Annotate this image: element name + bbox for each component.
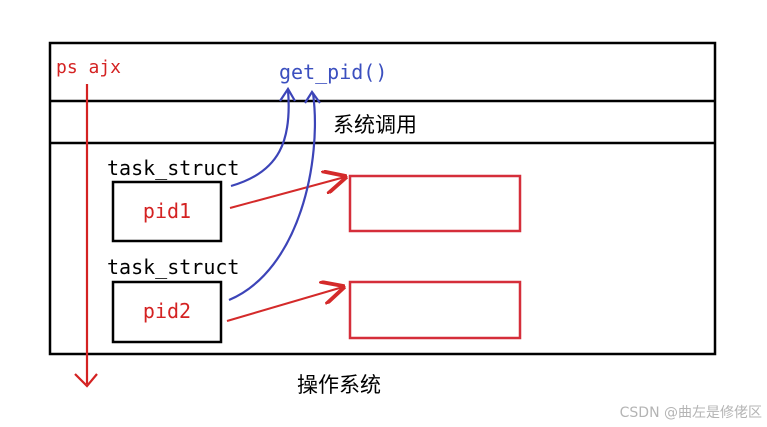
struct1-to-getpid-arrow <box>230 89 290 188</box>
task-struct-label-2: task_struct <box>107 255 239 279</box>
syscall-function-label: get_pid() <box>279 60 387 84</box>
pid2-to-target-arrow <box>226 287 343 322</box>
pid-label-2: pid2 <box>143 299 191 323</box>
syscall-layer-label: 系统调用 <box>333 113 417 137</box>
struct2-to-getpid-arrow <box>228 92 316 302</box>
struct1-getpid-arrowhead <box>279 86 296 102</box>
os-caption: 操作系统 <box>297 373 381 397</box>
pid-label-1: pid1 <box>143 199 191 223</box>
watermark: CSDN @曲左是修佬区 <box>620 405 762 421</box>
task-struct-box-1 <box>111 180 223 243</box>
struct2-getpid-arrowhead <box>304 90 321 104</box>
task-struct-box-2 <box>111 280 223 344</box>
target-box-1 <box>348 174 522 233</box>
pid1-to-target-arrow <box>229 177 345 209</box>
command-arrow-head <box>74 373 98 388</box>
task-struct-label-1: task_struct <box>107 156 239 180</box>
command-label: ps ajx <box>56 57 121 78</box>
outer-frame <box>48 41 717 356</box>
target-box-2 <box>348 280 522 340</box>
